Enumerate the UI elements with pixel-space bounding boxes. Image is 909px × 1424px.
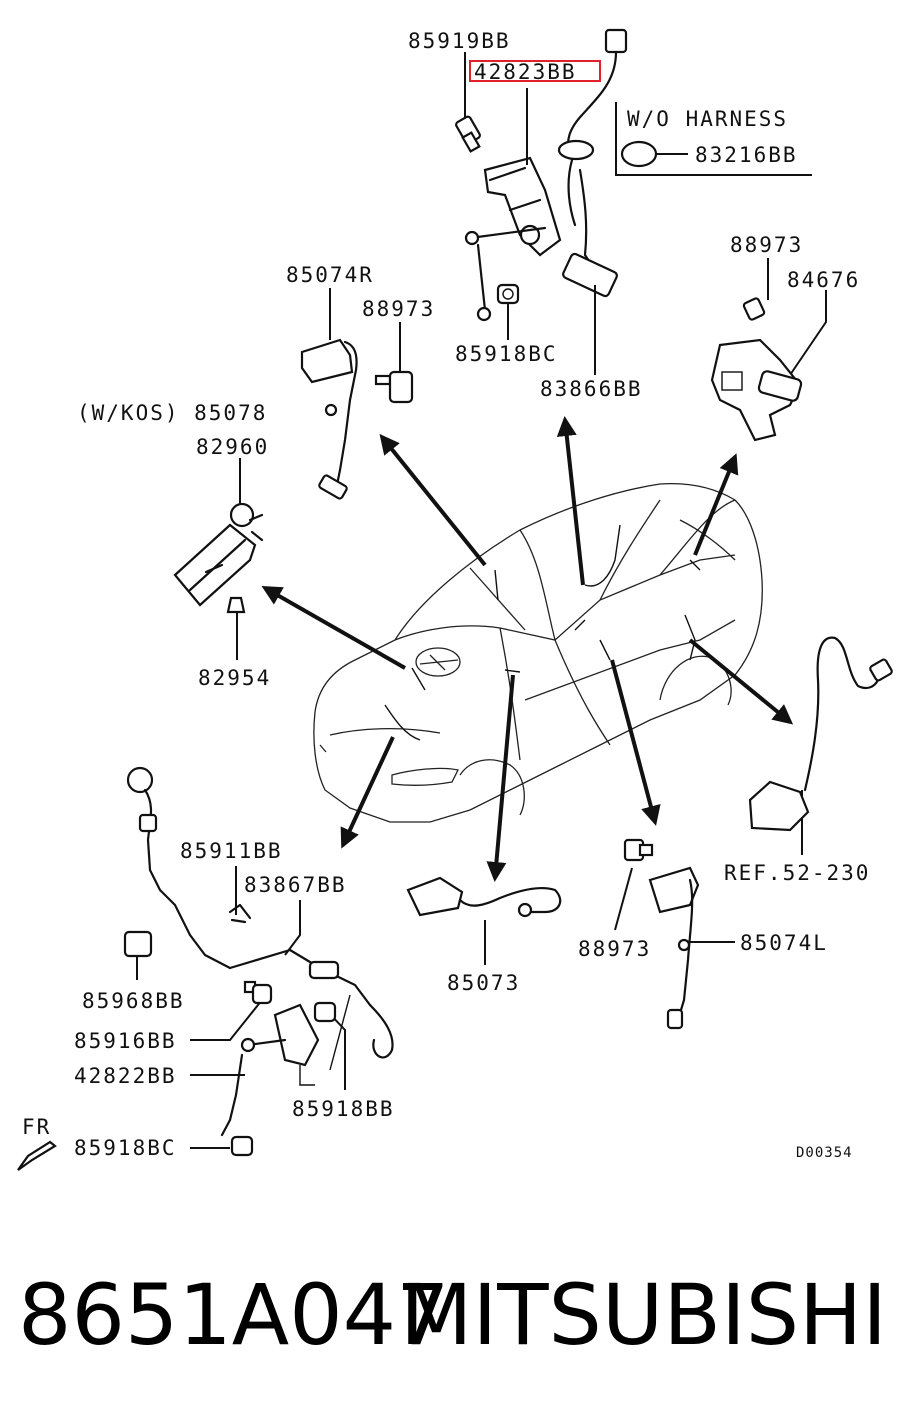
- height-sensor-85074L: [623, 838, 700, 1030]
- harness-ref-52-230: [748, 636, 893, 832]
- part-number: 8651A047: [18, 1266, 450, 1364]
- footer-caption: 8651A047 MITSUBISHI: [0, 1265, 909, 1375]
- callout-85918BC-bottom: 85918BC: [74, 1136, 177, 1160]
- parts-diagram: FR 85919BB 42823BB W/O HARNESS 83216BB 8…: [17, 28, 893, 1171]
- wo-harness-box: [615, 102, 812, 176]
- leader-lines: [136, 52, 827, 1149]
- callout-wkos-85078: (W/KOS) 85078: [77, 401, 267, 425]
- callout-wo-harness: W/O HARNESS: [627, 107, 788, 131]
- sensor-unit-84676: [710, 297, 803, 442]
- callout-42823BB: 42823BB: [474, 60, 577, 84]
- callout-88973-top-right: 88973: [730, 233, 803, 257]
- brand-name: MITSUBISHI: [399, 1266, 887, 1364]
- height-sensor-85074R: [300, 338, 414, 500]
- diagram-code: D00354: [796, 1145, 853, 1161]
- callout-88973-bottom-right: 88973: [578, 937, 651, 961]
- location-arrows: [261, 416, 794, 882]
- callout-85918BB: 85918BB: [292, 1097, 395, 1121]
- sensor-85073: [406, 876, 562, 918]
- callout-83866BB: 83866BB: [540, 377, 643, 401]
- callout-85074L: 85074L: [740, 931, 828, 955]
- callout-85073: 85073: [447, 971, 520, 995]
- callout-ref-52-230: REF.52-230: [724, 861, 870, 885]
- fr-label: FR: [22, 1115, 51, 1139]
- callout-82954: 82954: [198, 666, 271, 690]
- control-module-85078: [173, 502, 264, 614]
- callout-labels: 85919BB 42823BB W/O HARNESS 83216BB 8897…: [74, 29, 870, 1161]
- callout-82960: 82960: [196, 435, 269, 459]
- callout-42822BB: 42822BB: [74, 1064, 177, 1088]
- callout-85916BB: 85916BB: [74, 1029, 177, 1053]
- callout-85074R: 85074R: [286, 263, 374, 287]
- callout-83216BB: 83216BB: [695, 143, 798, 167]
- callout-85919BB: 85919BB: [408, 29, 511, 53]
- height-sensor-assembly-bottom: [123, 766, 394, 1157]
- front-direction-indicator: FR: [17, 1115, 57, 1171]
- callout-85911BB: 85911BB: [180, 839, 283, 863]
- callout-88973-top-left: 88973: [362, 297, 435, 321]
- callout-85918BC-top: 85918BC: [455, 342, 558, 366]
- callout-85968BB: 85968BB: [82, 989, 185, 1013]
- height-sensor-assembly-top: [455, 28, 658, 322]
- highlight-box: [469, 60, 601, 82]
- callout-84676: 84676: [787, 268, 860, 292]
- callout-83867BB: 83867BB: [244, 873, 347, 897]
